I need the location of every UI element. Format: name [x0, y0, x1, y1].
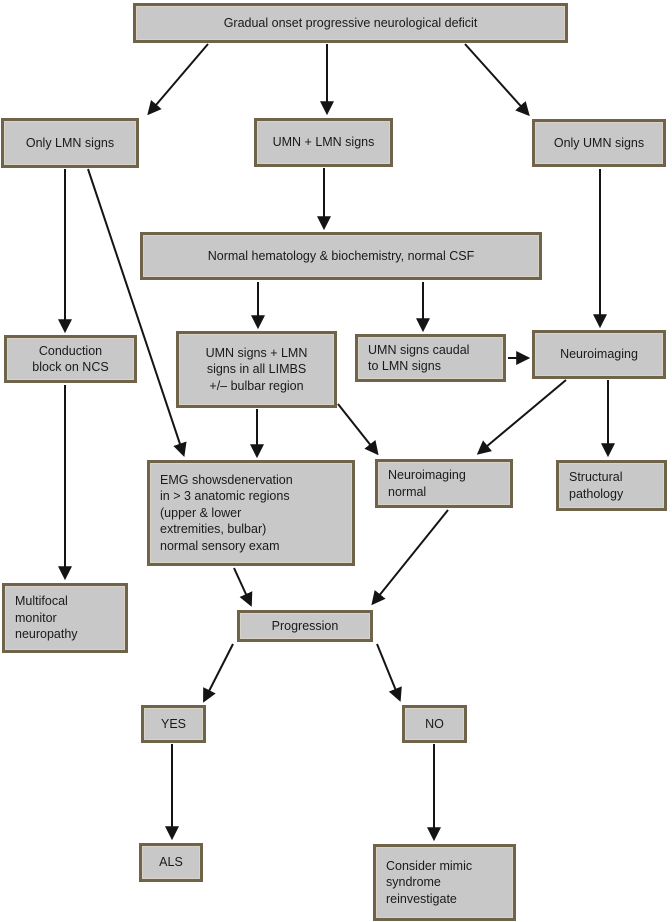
flow-node-label-als: ALS [159, 855, 183, 870]
flow-node-neuroimaging: Neuroimaging [532, 330, 666, 379]
flow-node-progression: Progression [237, 610, 373, 642]
flow-node-only-umn: Only UMN signs [532, 119, 666, 167]
flow-node-label-emg: EMG showsdenervation in > 3 anatomic reg… [160, 472, 293, 553]
flow-node-caudal: UMN signs caudal to LMN signs [355, 334, 506, 382]
flow-node-label-neuro-normal: Neuroimaging normal [388, 468, 466, 499]
edge-gradual-onset-to-only-umn [464, 43, 530, 117]
flow-node-gradual-onset: Gradual onset progressive neurological d… [133, 3, 568, 43]
flow-node-label-hematology: Normal hematology & biochemistry, normal… [207, 248, 475, 263]
flow-node-no: NO [402, 705, 467, 743]
flow-node-label-no: NO [425, 716, 444, 731]
flow-node-multifocal: Multifocal monitor neuropathy [2, 583, 128, 653]
flow-node-emg: EMG showsdenervation in > 3 anatomic reg… [147, 460, 355, 566]
flow-node-label-gradual-onset: Gradual onset progressive neurological d… [223, 15, 478, 30]
edge-group [58, 43, 615, 842]
edge-progression-to-no [376, 643, 402, 702]
flow-node-label-conduction: Conduction block on NCS [32, 343, 109, 375]
edge-umn-limbs-to-neuro-normal [337, 403, 379, 456]
flow-node-neuro-normal: Neuroimaging normal [375, 459, 513, 508]
edge-progression-to-yes [203, 643, 234, 703]
flow-node-label-umn-limbs: UMN signs + LMN signs in all LIMBS +/– b… [205, 345, 308, 393]
edge-neuro-normal-to-progression [371, 509, 449, 606]
flow-node-mimic: Consider mimic syndrome reinvestigate [373, 844, 516, 921]
flow-node-label-mimic: Consider mimic syndrome reinvestigate [386, 858, 473, 906]
flow-node-umn-limbs: UMN signs + LMN signs in all LIMBS +/– b… [176, 331, 337, 408]
edge-only-lmn-to-emg [87, 168, 187, 457]
flow-node-hematology: Normal hematology & biochemistry, normal… [140, 232, 542, 280]
flow-node-label-only-umn: Only UMN signs [553, 135, 645, 150]
flow-node-label-multifocal: Multifocal monitor neuropathy [15, 594, 78, 642]
edge-gradual-onset-to-only-lmn [147, 43, 209, 116]
flow-node-label-umn-lmn: UMN + LMN signs [272, 135, 375, 150]
edge-neuroimaging-to-neuro-normal [476, 379, 567, 455]
flow-node-conduction: Conduction block on NCS [4, 335, 137, 383]
flow-node-only-lmn: Only LMN signs [1, 118, 139, 168]
flow-node-structural: Structural pathology [556, 460, 667, 511]
flow-node-label-yes: YES [160, 716, 186, 731]
flow-node-yes: YES [141, 705, 206, 743]
edge-emg-to-progression [233, 567, 253, 607]
flow-node-label-structural: Structural pathology [569, 470, 624, 501]
flow-node-als: ALS [139, 843, 203, 882]
flow-node-label-progression: Progression [271, 618, 339, 633]
flow-node-label-neuroimaging: Neuroimaging [560, 347, 638, 362]
flow-node-umn-lmn: UMN + LMN signs [254, 118, 393, 167]
flow-node-label-only-lmn: Only LMN signs [25, 135, 115, 150]
flow-node-label-caudal: UMN signs caudal to LMN signs [368, 342, 470, 374]
